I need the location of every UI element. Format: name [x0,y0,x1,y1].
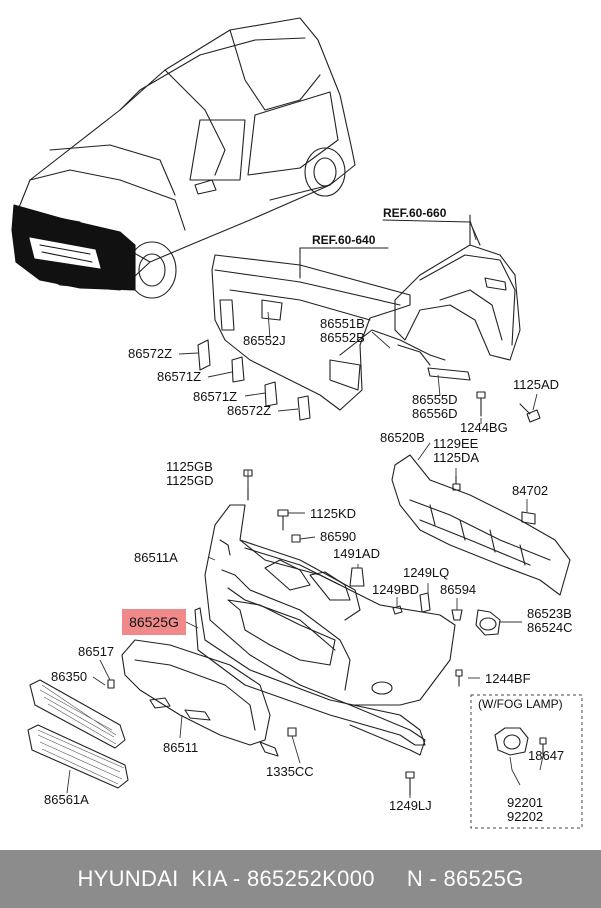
part-label-1125GB: 1125GB [166,459,213,474]
part-label-1125DA: 1125DA [433,450,480,465]
diagram-drawing [11,17,583,829]
part-label-1335CC: 1335CC [266,764,314,779]
part-label-92202: 92202 [507,809,544,824]
part-label-1125KD: 1125KD [310,506,357,521]
part-label-86590: 86590 [320,529,357,544]
fog-lamp-box [470,694,583,829]
part-label-84702: 84702 [512,483,549,498]
part-label-1491AD: 1491AD [333,546,380,561]
part-label-86572Z: 86572Z [227,403,272,418]
part-label-86551B: 86551B [320,316,365,331]
part-label-1249LJ: 1249LJ [389,798,432,813]
part-label-18647: 18647 [528,748,565,763]
part-label-86524C: 86524C [527,620,573,635]
part-label-86523B: 86523B [527,606,572,621]
parts-diagram: REF.60-660 REF.60-640 86551B 86552B 8655… [11,17,583,829]
part-label-1244BF: 1244BF [485,671,531,686]
highlighted-part-86525G: 86525G [122,609,186,635]
ref-label-60-660: REF.60-660 [383,206,447,220]
part-label-1125AD: 1125AD [513,377,560,392]
part-label-86520B: 86520B [380,430,425,445]
part-label-86511A: 86511A [134,550,178,565]
part-label-1129EE: 1129EE [433,436,479,451]
part-label-86511: 86511 [163,740,199,755]
part-label-86572Z: 86572Z [128,346,173,361]
part-label-86571Z: 86571Z [157,369,202,384]
part-label-1249LQ: 1249LQ [403,565,450,580]
part-label-86556D: 86556D [412,406,458,421]
part-label-86350: 86350 [51,669,88,684]
part-label-92201: 92201 [507,795,544,810]
fog-lamp-title: (W/FOG LAMP) [478,697,563,711]
part-number-footer: HYUNDAI KIA - 865252K000 N - 86525G [0,850,601,908]
part-label-86561A: 86561A [44,792,89,807]
part-label-86594: 86594 [440,582,477,597]
part-label-86571Z: 86571Z [193,389,238,404]
part-label-86555D: 86555D [412,392,458,407]
part-label-1244BG: 1244BG [460,420,508,435]
ref-label-60-640: REF.60-640 [312,233,376,247]
part-label-86517: 86517 [78,644,115,659]
part-label-86552J: 86552J [243,333,286,348]
part-number-text: HYUNDAI KIA - 865252K000 N - 86525G [77,866,524,891]
part-label-1249BD: 1249BD [372,582,419,597]
part-label-1125GD: 1125GD [166,473,214,488]
part-label-86552B: 86552B [320,330,365,345]
